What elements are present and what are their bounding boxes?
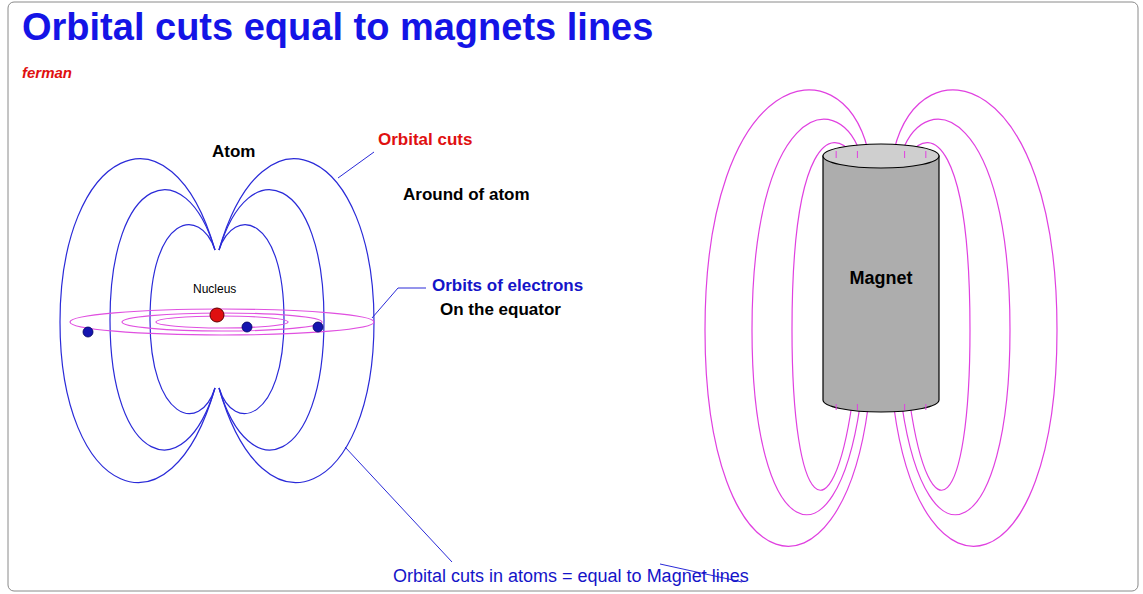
pole-tick bbox=[836, 404, 837, 410]
pole-tick bbox=[925, 151, 926, 158]
pole-tick bbox=[836, 151, 837, 158]
magnet-field-lines bbox=[705, 90, 1057, 546]
magnet-label: Magnet bbox=[850, 268, 913, 289]
orbital-cuts-label: Orbital cuts bbox=[378, 130, 472, 150]
orbits-label: Orbits of electrons bbox=[432, 276, 583, 296]
pole-tick bbox=[857, 151, 858, 158]
electron-orbits bbox=[70, 309, 374, 335]
nucleus-label: Nucleus bbox=[193, 283, 236, 297]
electron-dots bbox=[83, 322, 323, 337]
pole-tick bbox=[857, 404, 858, 410]
summary-note: Orbital cuts in atoms = equal to Magnet … bbox=[393, 566, 749, 587]
frame bbox=[8, 2, 1138, 591]
pole-tick bbox=[904, 151, 905, 158]
magnet-cylinder: Magnet bbox=[822, 143, 940, 413]
cylinder-top bbox=[823, 144, 939, 168]
equator-label: On the equator bbox=[440, 300, 561, 320]
atom-label: Atom bbox=[212, 142, 255, 162]
author-label: ferman bbox=[22, 64, 72, 81]
leader-lines bbox=[338, 152, 742, 582]
around-label: Around of atom bbox=[403, 185, 530, 205]
cylinder-body bbox=[823, 156, 939, 412]
nucleus-dot bbox=[210, 308, 224, 322]
title: Orbital cuts equal to magnets lines bbox=[22, 6, 653, 50]
pole-tick bbox=[904, 404, 905, 410]
pole-tick bbox=[925, 404, 926, 410]
atom-field-lines bbox=[60, 159, 374, 483]
